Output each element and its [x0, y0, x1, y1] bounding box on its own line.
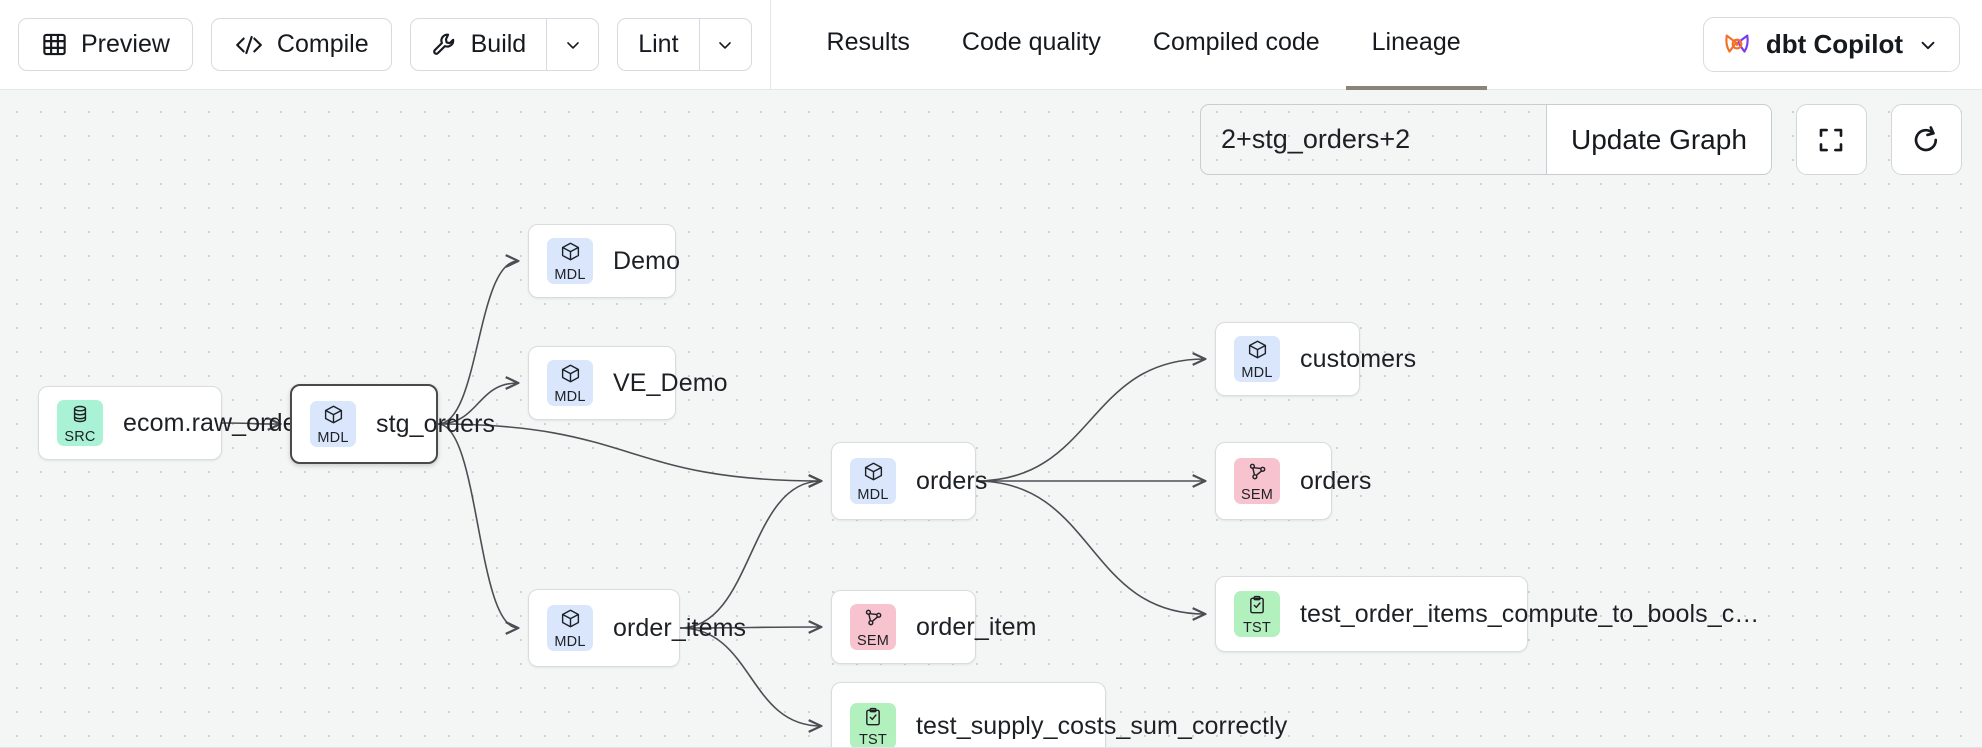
lineage-edge-orders_model-to-customers — [975, 359, 1205, 482]
lineage-node-label: ecom.raw_orders — [123, 408, 318, 437]
build-button[interactable]: Build — [411, 19, 547, 70]
tab-lineage[interactable]: Lineage — [1345, 0, 1487, 90]
fit-view-button[interactable] — [1795, 104, 1867, 175]
semantic-icon: SEM — [1234, 458, 1280, 504]
tab-compiled-code[interactable]: Compiled code — [1127, 0, 1346, 90]
lint-dropdown-toggle[interactable] — [698, 19, 751, 70]
lineage-node-label: order_item — [916, 612, 1037, 641]
compile-button[interactable]: Compile — [210, 18, 392, 71]
semantic-icon: SEM — [850, 604, 896, 650]
toolbar-divider — [769, 0, 771, 90]
update-graph-button[interactable]: Update Graph — [1546, 105, 1771, 174]
lineage-node-ve_demo[interactable]: MDL VE_Demo — [528, 346, 728, 420]
wrench-icon — [431, 31, 458, 58]
clipboard-check-icon: TST — [1234, 591, 1280, 637]
dbt-logo-icon — [1722, 30, 1752, 60]
chevron-down-icon — [715, 35, 735, 55]
chevron-down-icon — [563, 35, 583, 55]
cube-icon: MDL — [1234, 336, 1280, 382]
lineage-node-demo[interactable]: MDL Demo — [528, 224, 680, 298]
lineage-node-label: stg_orders — [376, 409, 496, 438]
lint-label: Lint — [638, 30, 679, 58]
node-selector-box: Update Graph — [1200, 104, 1772, 175]
lineage-edge-stg_orders-to-orders_model — [437, 423, 821, 481]
clipboard-check-icon: TST — [850, 703, 896, 747]
cube-icon: MDL — [547, 360, 593, 406]
lineage-node-order_item_sem[interactable]: SEM order_item — [831, 590, 1036, 664]
tab-code-quality[interactable]: Code quality — [936, 0, 1127, 90]
tab-lineage-label: Lineage — [1371, 28, 1461, 56]
lineage-node-label: test_order_items_compute_to_bools_c… — [1300, 599, 1760, 628]
fullscreen-icon — [1816, 125, 1846, 155]
lineage-node-label: Demo — [613, 246, 681, 275]
cube-icon: MDL — [310, 401, 356, 447]
top-toolbar: Preview Compile Build — [0, 0, 1982, 90]
tab-results[interactable]: Results — [801, 0, 936, 90]
preview-button[interactable]: Preview — [18, 18, 193, 71]
node-selector-input[interactable] — [1201, 105, 1546, 174]
lineage-edge-orders_model-to-test_order_items — [975, 480, 1205, 614]
lineage-node-test_order_items[interactable]: TST test_order_items_compute_to_bools_c… — [1215, 576, 1759, 652]
lineage-node-test_supply[interactable]: TST test_supply_costs_sum_correctly — [831, 682, 1287, 747]
tab-results-label: Results — [826, 28, 910, 56]
lineage-edge-stg_orders-to-order_items — [437, 423, 518, 628]
lineage-node-label: test_supply_costs_sum_correctly — [916, 711, 1288, 740]
tab-code-quality-label: Code quality — [961, 28, 1101, 56]
lineage-node-label: VE_Demo — [613, 368, 728, 397]
lineage-node-orders_sem[interactable]: SEM orders — [1215, 442, 1371, 520]
graph-controls: Update Graph — [1200, 104, 1962, 175]
lineage-edge-order_items-to-test_supply — [679, 627, 821, 726]
cube-icon: MDL — [850, 458, 896, 504]
copilot-container: dbt Copilot — [1702, 17, 1982, 72]
tab-compiled-code-label: Compiled code — [1152, 28, 1320, 56]
lineage-node-label: order_items — [613, 613, 747, 642]
lint-split-button: Lint — [617, 18, 752, 71]
cube-icon: MDL — [547, 605, 593, 651]
editor-action-buttons: Preview Compile Build — [0, 18, 752, 71]
dbt-copilot-label: dbt Copilot — [1765, 29, 1903, 59]
cube-icon: MDL — [547, 238, 593, 284]
refresh-graph-button[interactable] — [1890, 104, 1962, 175]
lineage-edge-stg_orders-to-demo — [437, 261, 518, 425]
lineage-node-label: customers — [1300, 344, 1417, 373]
dbt-copilot-button[interactable]: dbt Copilot — [1702, 17, 1960, 72]
lint-button[interactable]: Lint — [618, 19, 698, 70]
lineage-node-ecom_raw_orders[interactable]: SRC ecom.raw_orders — [38, 386, 318, 460]
preview-label: Preview — [81, 30, 170, 58]
lineage-node-label: orders — [916, 466, 988, 495]
build-split-button: Build — [409, 18, 600, 71]
lineage-edge-order_items-to-orders_model — [679, 481, 821, 629]
lineage-node-orders_model[interactable]: MDL orders — [831, 442, 987, 520]
table-icon — [41, 31, 68, 58]
lineage-node-stg_orders[interactable]: MDL stg_orders — [290, 384, 495, 464]
update-graph-label: Update Graph — [1571, 123, 1747, 155]
build-label: Build — [470, 30, 527, 58]
build-dropdown-toggle[interactable] — [546, 19, 598, 70]
database-icon: SRC — [57, 400, 103, 446]
result-panel-tabs: Results Code quality Compiled code Linea… — [801, 0, 1487, 90]
lineage-node-order_items[interactable]: MDL order_items — [528, 589, 746, 667]
compile-label: Compile — [276, 30, 369, 58]
lineage-node-customers[interactable]: MDL customers — [1215, 322, 1416, 396]
refresh-icon — [1910, 124, 1942, 156]
chevron-down-icon — [1917, 34, 1939, 56]
code-brackets-icon — [234, 32, 264, 58]
lineage-node-label: orders — [1300, 466, 1372, 495]
